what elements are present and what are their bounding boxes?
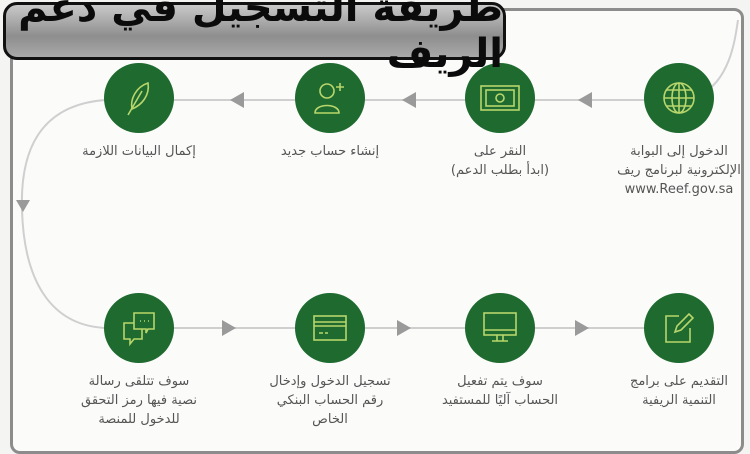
step-circle <box>295 293 365 363</box>
step-circle <box>465 63 535 133</box>
step-label: إنشاء حساب جديد <box>280 144 380 159</box>
step-start-request: النقر على(ابدأ بطلب الدعم) <box>415 63 585 180</box>
title-banner: طريقة التسجيل في دعم الريف <box>3 0 506 77</box>
edit-icon <box>665 312 695 343</box>
arrow-right-icon <box>397 320 411 336</box>
step-circle <box>465 293 535 363</box>
step-circle <box>104 63 174 133</box>
page-title: طريقة التسجيل في دعم الريف <box>18 0 503 77</box>
feather-icon <box>127 81 150 116</box>
flow-connectors <box>16 19 739 336</box>
arrow-left-icon <box>230 92 244 108</box>
step-circle <box>644 63 714 133</box>
arrow-left-icon <box>402 92 416 108</box>
credit-card-icon <box>313 315 347 341</box>
arrow-right-icon <box>575 320 589 336</box>
arrow-down-icon <box>16 200 30 212</box>
globe-icon <box>663 82 695 114</box>
step-circle <box>104 293 174 363</box>
add-user-icon <box>314 83 344 114</box>
step-circle <box>644 293 714 363</box>
chat-icon <box>123 312 155 347</box>
step-create-account: إنشاء حساب جديد <box>245 63 415 161</box>
step-label: النقر على(ابدأ بطلب الدعم) <box>450 144 550 178</box>
banknote-icon <box>480 85 520 111</box>
step-circle <box>295 63 365 133</box>
step-label: إكمال البيانات اللازمة <box>82 144 196 159</box>
monitor-icon <box>483 312 517 342</box>
step-complete-data: إكمال البيانات اللازمة <box>54 63 224 161</box>
arrow-right-icon <box>222 320 236 336</box>
arrow-left-icon <box>578 92 592 108</box>
